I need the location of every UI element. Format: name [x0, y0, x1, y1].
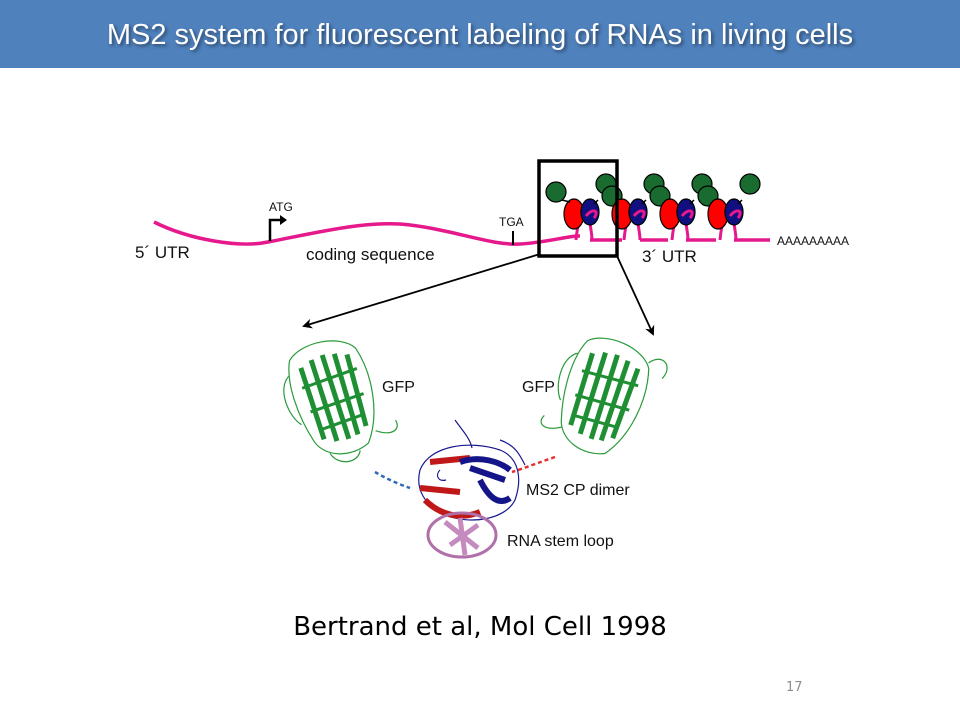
label-tga: TGA — [499, 215, 524, 229]
stem-loop-top — [680, 209, 694, 219]
gfp-linker — [641, 199, 647, 205]
gfp-circle — [545, 181, 567, 203]
stem-loop-top — [584, 209, 598, 219]
linker-right — [511, 455, 556, 474]
label-rna-stem-loop: RNA stem loop — [507, 533, 614, 550]
gfp-linker — [689, 199, 695, 205]
citation: Bertrand et al, Mol Cell 1998 — [293, 612, 667, 642]
label-gfp-left: GFP — [382, 379, 415, 396]
gfp-linker — [737, 199, 743, 205]
gfp-linker — [561, 199, 571, 203]
arrow-left — [302, 253, 541, 329]
slide-title: MS2 system for fluorescent labeling of R… — [106, 19, 854, 51]
gfp-structure-left — [283, 340, 398, 463]
gfp-linker — [593, 199, 599, 205]
label-ms2-dimer: MS2 CP dimer — [526, 482, 630, 499]
label-gfp-right: GFP — [522, 379, 555, 396]
stem-loop-group — [545, 173, 761, 241]
highlight-box — [537, 159, 619, 258]
label-5utr: 5´ UTR — [135, 243, 190, 262]
utr3-strand — [576, 234, 770, 242]
label-coding-sequence: coding sequence — [306, 245, 435, 264]
gfp-structure-right — [540, 337, 668, 455]
mrna-strand — [153, 220, 577, 246]
ms2-dimer-structure — [418, 419, 526, 521]
stem-loop-top — [728, 209, 742, 219]
label-atg: ATG — [269, 200, 293, 214]
gfp-circle — [739, 173, 761, 195]
label-3utr: 3´ UTR — [642, 247, 697, 266]
title-bar — [0, 0, 960, 68]
rna-stem-loop-structure — [426, 511, 498, 559]
linker-left — [374, 470, 411, 490]
label-polya: AAAAAAAAA — [777, 234, 849, 248]
arrow-right — [616, 255, 655, 336]
start-codon-arrow-icon — [268, 215, 287, 241]
stem-loop-top — [632, 209, 646, 219]
page-number: 17 — [786, 680, 803, 695]
